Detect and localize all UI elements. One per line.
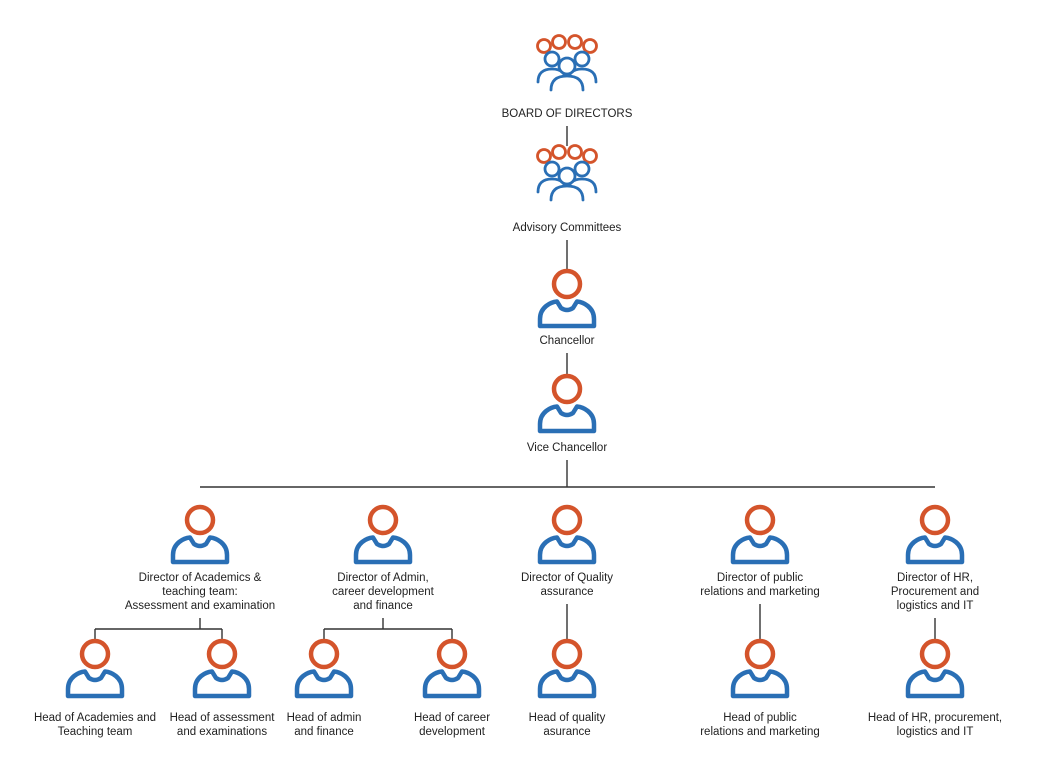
org-node-dir-academics: Director of Academics & teaching team: Ass… <box>125 504 275 612</box>
org-node-head-admin: Head of admin and finance <box>287 638 362 738</box>
node-label-line: Director of HR, <box>897 572 973 584</box>
org-node-vice-chancellor: Vice Chancellor <box>527 373 608 454</box>
node-label-line: Head of HR, procurement, <box>868 712 1002 724</box>
node-label-line: logistics and IT <box>897 600 974 612</box>
node-label-line: asurance <box>543 726 590 738</box>
org-node-head-pr: Head of public relations and marketing <box>700 638 820 738</box>
node-label-line: Head of public <box>723 712 797 724</box>
person-icon <box>65 638 125 699</box>
person-icon <box>192 638 252 699</box>
org-node-board: BOARD OF DIRECTORS <box>502 34 633 120</box>
node-label-line: Head of admin <box>287 712 362 724</box>
node-label-line: career development <box>332 586 434 598</box>
person-icon <box>730 504 790 565</box>
person-icon <box>730 638 790 699</box>
node-label-line: Director of public <box>717 572 804 584</box>
node-label-line: and finance <box>353 600 412 612</box>
node-label-line: Head of assessment <box>170 712 276 724</box>
org-node-advisory: Advisory Committees <box>513 144 622 234</box>
node-label-line: assurance <box>540 586 593 598</box>
org-node-head-assessment: Head of assessment and examinations <box>170 638 276 738</box>
node-label-line: relations and marketing <box>700 726 820 738</box>
node-label-line: and finance <box>294 726 353 738</box>
node-label-line: Chancellor <box>540 335 595 347</box>
node-label-line: Head of Academies and <box>34 712 156 724</box>
person-icon <box>537 373 597 434</box>
person-icon <box>294 638 354 699</box>
group-people-icon <box>536 34 598 92</box>
node-label-line: Assessment and examination <box>125 600 275 612</box>
org-node-head-hr: Head of HR, procurement, logistics and IT <box>868 638 1002 738</box>
person-icon <box>353 504 413 565</box>
person-icon <box>422 638 482 699</box>
node-label-line: teaching team: <box>162 586 237 598</box>
node-label-line: Teaching team <box>58 726 133 738</box>
org-node-head-career: Head of career development <box>414 638 490 738</box>
node-label-line: relations and marketing <box>700 586 820 598</box>
node-label-line: Head of quality <box>529 712 606 724</box>
person-icon <box>537 268 597 329</box>
node-label-line: development <box>419 726 486 738</box>
org-node-dir-pr: Director of public relations and marketin… <box>700 504 820 598</box>
node-label-line: Advisory Committees <box>513 222 622 234</box>
node-label-line: Procurement and <box>891 586 979 598</box>
node-label-line: Director of Quality <box>521 572 613 584</box>
node-label-line: logistics and IT <box>897 726 974 738</box>
group-people-icon <box>536 144 598 202</box>
node-label-line: BOARD OF DIRECTORS <box>502 108 633 120</box>
node-label-line: Director of Academics & <box>139 572 262 584</box>
person-icon <box>905 504 965 565</box>
org-node-chancellor: Chancellor <box>537 268 597 347</box>
org-node-head-quality: Head of quality asurance <box>529 638 606 738</box>
node-label-line: and examinations <box>177 726 267 738</box>
node-label-line: Vice Chancellor <box>527 442 608 454</box>
person-icon <box>537 504 597 565</box>
org-node-dir-hr: Director of HR, Procurement and logistics … <box>891 504 979 612</box>
org-node-dir-admin: Director of Admin, career development and … <box>332 504 435 612</box>
person-icon <box>170 504 230 565</box>
node-label-line: Director of Admin, <box>337 572 428 584</box>
node-label-line: Head of career <box>414 712 490 724</box>
org-node-dir-quality: Director of Quality assurance <box>521 504 613 598</box>
person-icon <box>537 638 597 699</box>
person-icon <box>905 638 965 699</box>
